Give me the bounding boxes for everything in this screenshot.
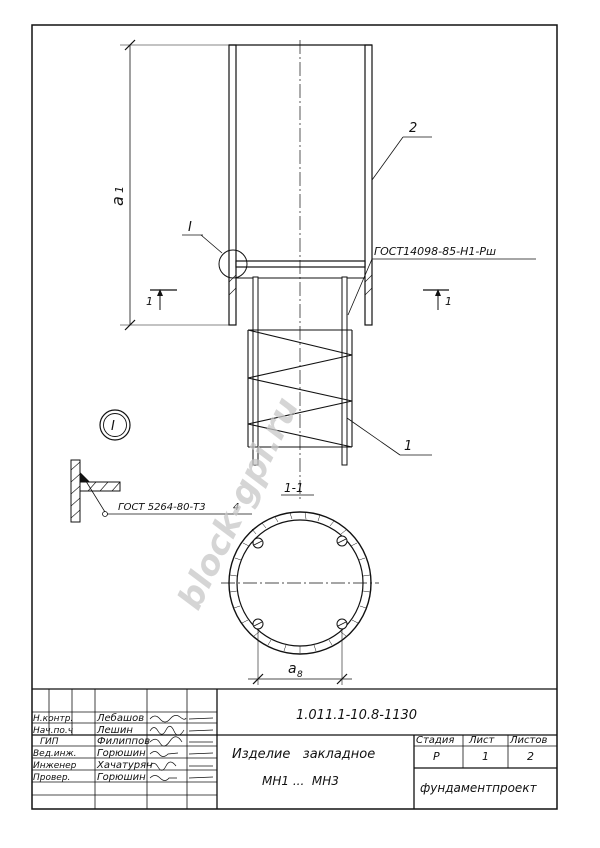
section-mark-right-label: 1 — [445, 295, 452, 308]
node-circle: I — [99, 409, 131, 441]
callout-2: 2 — [371, 121, 432, 181]
stage-value: Р — [433, 750, 440, 763]
node-circle-label: I — [111, 419, 115, 434]
callout-2-label: 2 — [409, 121, 417, 136]
staff-name: Горюшин — [97, 748, 146, 759]
staff-name: Филиппов — [97, 736, 150, 747]
weld-detail: ГОСТ 5264-80-Т3 4 — [70, 459, 252, 523]
gost-tube-label: ГОСТ14098-85-Н1-Рш — [374, 245, 496, 258]
title-block: 1.011.1-10.8-1130 Изделие закладное МН1 … — [32, 688, 557, 809]
staff-role: Вед.инж. — [33, 749, 77, 759]
dimension-a8: a 8 — [248, 630, 352, 685]
section-mark-right: 1 — [423, 289, 452, 310]
staff-name: Лебашов — [96, 712, 144, 724]
staff-role: Нач.по.ч — [33, 726, 73, 736]
node-label: I — [188, 220, 192, 235]
dimension-a1: a 1 — [108, 39, 229, 331]
callout-1: 1 — [346, 417, 432, 456]
dim-a8-sub: 8 — [297, 670, 303, 680]
staff-name: Лешин — [96, 725, 133, 736]
sheet-header: Лист — [468, 735, 496, 746]
section-mark-left: 1 — [146, 289, 177, 310]
section-title: 1-1 — [281, 481, 314, 496]
staff-name: Горюшин — [97, 772, 146, 783]
gost-weld-label: ГОСТ 5264-80-Т3 — [118, 502, 206, 513]
node-marker: I — [182, 220, 248, 279]
dim-a1-label: a — [108, 196, 127, 206]
gost-tube-callout: ГОСТ14098-85-Н1-Рш — [347, 245, 536, 316]
staff-role: Н.контр. — [33, 714, 73, 724]
sheet-value: 1 — [482, 750, 489, 763]
signatures — [149, 715, 214, 781]
doc-code: 1.011.1-10.8-1130 — [296, 708, 417, 723]
sheet-border — [31, 24, 558, 810]
staff-name: Хачатурян — [96, 760, 153, 771]
organization: фундаментпроект — [420, 781, 538, 795]
stage-header: Стадия — [416, 735, 454, 746]
title-line-1: Изделие закладное — [232, 747, 375, 762]
dim-a8-label: a — [288, 661, 297, 677]
tube-side-view — [228, 44, 373, 326]
staff-role: Провер. — [33, 773, 70, 783]
title-line-2: МН1 ... МН3 — [262, 774, 339, 788]
anchor-rods — [252, 276, 348, 466]
callout-1-label: 1 — [404, 439, 412, 454]
staff-role: ГИП — [40, 737, 59, 747]
weld-symbol: 4 — [233, 502, 239, 513]
section-title-label: 1-1 — [284, 481, 304, 495]
sheets-header: Листов — [509, 735, 547, 746]
cross-section — [221, 511, 379, 655]
staff-role: Инженер — [33, 761, 77, 771]
section-mark-left-label: 1 — [146, 295, 153, 308]
dim-a1-sub: 1 — [113, 186, 126, 193]
spiral-reinforcement — [247, 329, 353, 448]
sheets-value: 2 — [527, 750, 534, 763]
